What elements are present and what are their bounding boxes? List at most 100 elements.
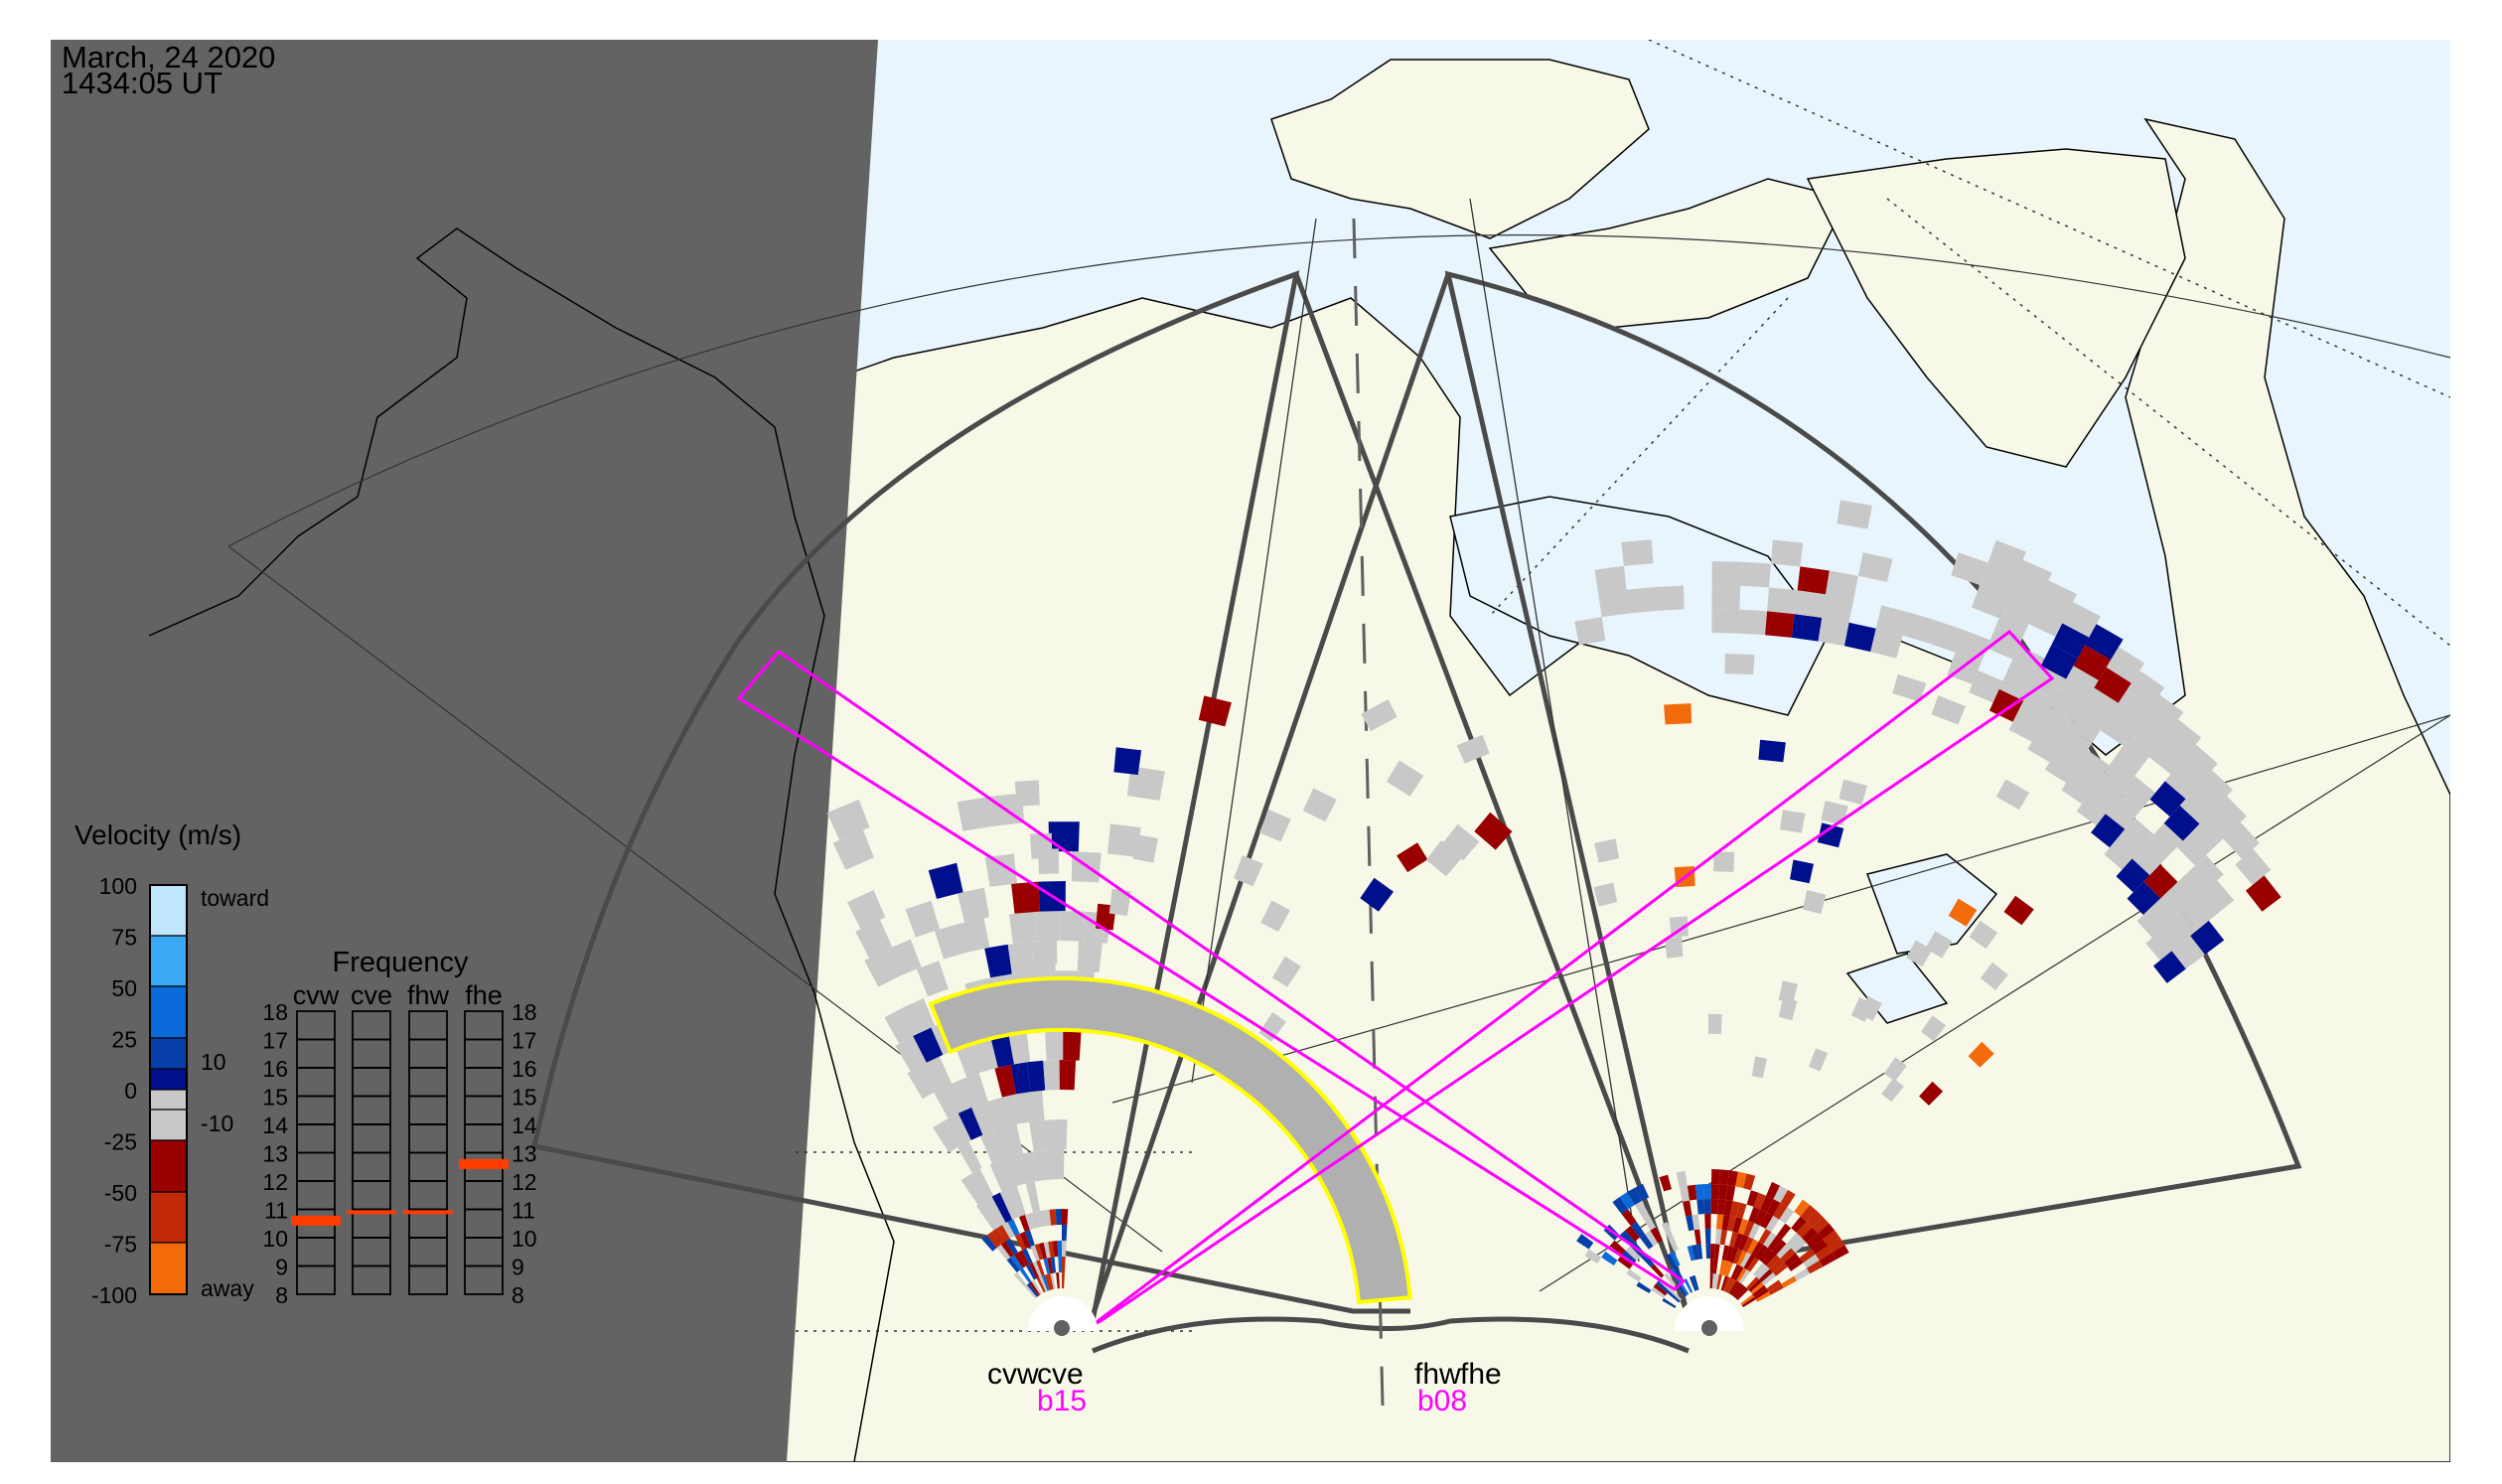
frequency-tick-left: 17 xyxy=(262,1028,288,1054)
scatter-cell xyxy=(1742,1237,1754,1253)
scatter-cell xyxy=(1007,1219,1020,1237)
scatter-cell xyxy=(1639,1234,1654,1250)
scatter-cell xyxy=(1892,673,1927,702)
scatter-cell xyxy=(1014,1252,1026,1268)
scatter-cell xyxy=(1050,1272,1056,1289)
scatter-cell xyxy=(1640,1253,1655,1267)
scatter-cell xyxy=(933,1119,960,1153)
fh-fov-thin xyxy=(1469,198,1640,1262)
scatter-cell xyxy=(1661,1222,1674,1239)
scatter-cell xyxy=(2190,920,2225,955)
scatter-cell xyxy=(1740,561,1771,588)
scatter-cell xyxy=(923,1056,953,1092)
cv-fov-thin xyxy=(1191,218,1317,1084)
scatter-cell xyxy=(990,1034,1014,1068)
time-label: 1434:05 UT xyxy=(62,66,222,100)
cv-field-of-view xyxy=(531,270,1410,1322)
colorbar-segment xyxy=(149,935,188,987)
frequency-tick-left: 9 xyxy=(275,1255,288,1280)
scatter-cell xyxy=(2193,813,2230,849)
scatter-cell xyxy=(1758,1229,1772,1245)
scatter-cell xyxy=(1762,1251,1777,1266)
scatter-cell xyxy=(1713,851,1735,872)
colorbar-segment xyxy=(149,1242,188,1295)
scatter-cell xyxy=(1740,1252,1751,1268)
highlighted-range-band xyxy=(928,975,1412,1305)
scatter-cell xyxy=(2081,687,2119,723)
scatter-cell xyxy=(2061,770,2096,805)
scatter-cell xyxy=(1594,838,1620,863)
frequency-tick-right: 17 xyxy=(512,1028,537,1054)
scatter-cell xyxy=(1456,734,1490,764)
scatter-cell xyxy=(1063,1030,1082,1061)
scatter-cell xyxy=(1024,1213,1036,1231)
fh-radar-site xyxy=(1675,1296,1744,1336)
scatter-cell xyxy=(1621,1209,1637,1226)
frequency-tick-left: 15 xyxy=(262,1085,288,1111)
scatter-cell xyxy=(1766,1279,1782,1292)
frequency-column-cvw: cvw xyxy=(293,980,340,1010)
scatter-cell xyxy=(1969,669,2003,703)
scatter-cell xyxy=(1030,1245,1040,1261)
scatter-cell xyxy=(1029,1262,1040,1279)
scatter-cell xyxy=(1765,1216,1780,1233)
scatter-cell xyxy=(826,799,870,840)
scatter-cell xyxy=(1704,1214,1711,1230)
scatter-cell xyxy=(1653,1283,1668,1296)
scatter-cell xyxy=(1650,1227,1664,1244)
scatter-cell xyxy=(1049,1209,1057,1226)
scatter-cell xyxy=(1858,995,1882,1021)
scatter-cell xyxy=(2210,796,2248,833)
scatter-cell xyxy=(1818,617,1849,647)
colorbar-segment xyxy=(149,1037,188,1070)
scatter-cell xyxy=(1030,1211,1041,1229)
scatter-cell xyxy=(1696,1244,1703,1260)
frequency-marker-cve xyxy=(347,1210,396,1215)
scatter-cell xyxy=(1751,1056,1767,1079)
scatter-cell xyxy=(1797,566,1830,595)
scatter-cell xyxy=(1013,1272,1027,1287)
scatter-cell xyxy=(2143,864,2178,899)
scatter-cell xyxy=(984,853,1017,887)
scatter-cell xyxy=(2180,744,2218,782)
scatter-cell xyxy=(1047,1257,1054,1274)
scatter-cell xyxy=(1773,1185,1788,1203)
scatter-cell xyxy=(1710,1244,1715,1260)
velocity-tick-label: -100 xyxy=(91,1282,137,1308)
scatter-cell xyxy=(2104,835,2138,870)
scatter-cell xyxy=(2163,912,2197,946)
scatter-cell xyxy=(1929,620,1964,653)
station-label-cve: cve xyxy=(1037,1358,1084,1391)
scatter-cell xyxy=(2148,738,2186,775)
scatter-cell xyxy=(1799,1249,1816,1263)
scatter-cell xyxy=(1773,1262,1788,1276)
scatter-cell xyxy=(1809,1048,1829,1072)
scatter-cell xyxy=(1844,622,1876,653)
scatter-cell xyxy=(1692,1214,1700,1231)
scatter-cell xyxy=(1062,1241,1067,1258)
scatter-cell xyxy=(1360,877,1394,912)
scatter-cell xyxy=(996,1225,1010,1242)
scatter-cell xyxy=(1729,1231,1738,1248)
frequency-tick-left: 16 xyxy=(262,1056,288,1082)
scatter-cell xyxy=(1683,1200,1693,1217)
scatter-cell xyxy=(1005,1238,1018,1256)
scatter-cell xyxy=(1693,1229,1701,1245)
coastline-alaska xyxy=(148,227,895,1462)
scatter-cell xyxy=(1026,1263,1037,1280)
scatter-cell xyxy=(1725,1185,1736,1202)
scatter-cell xyxy=(1980,562,2017,596)
scatter-cell xyxy=(1760,1212,1774,1229)
scatter-cell xyxy=(1711,609,1740,634)
scatter-cell xyxy=(1032,1261,1042,1277)
velocity-tick-label: 75 xyxy=(111,925,137,951)
scatter-cell xyxy=(1826,570,1858,600)
scatter-cell xyxy=(1951,552,1988,585)
scatter-cell xyxy=(1719,1229,1728,1246)
scatter-cell xyxy=(2246,875,2281,912)
scatter-cell xyxy=(1786,1233,1802,1249)
scatter-cell xyxy=(1442,823,1480,861)
scatter-cell xyxy=(1022,1248,1033,1264)
scatter-cell xyxy=(971,1102,995,1135)
scatter-cell xyxy=(1041,1274,1050,1291)
